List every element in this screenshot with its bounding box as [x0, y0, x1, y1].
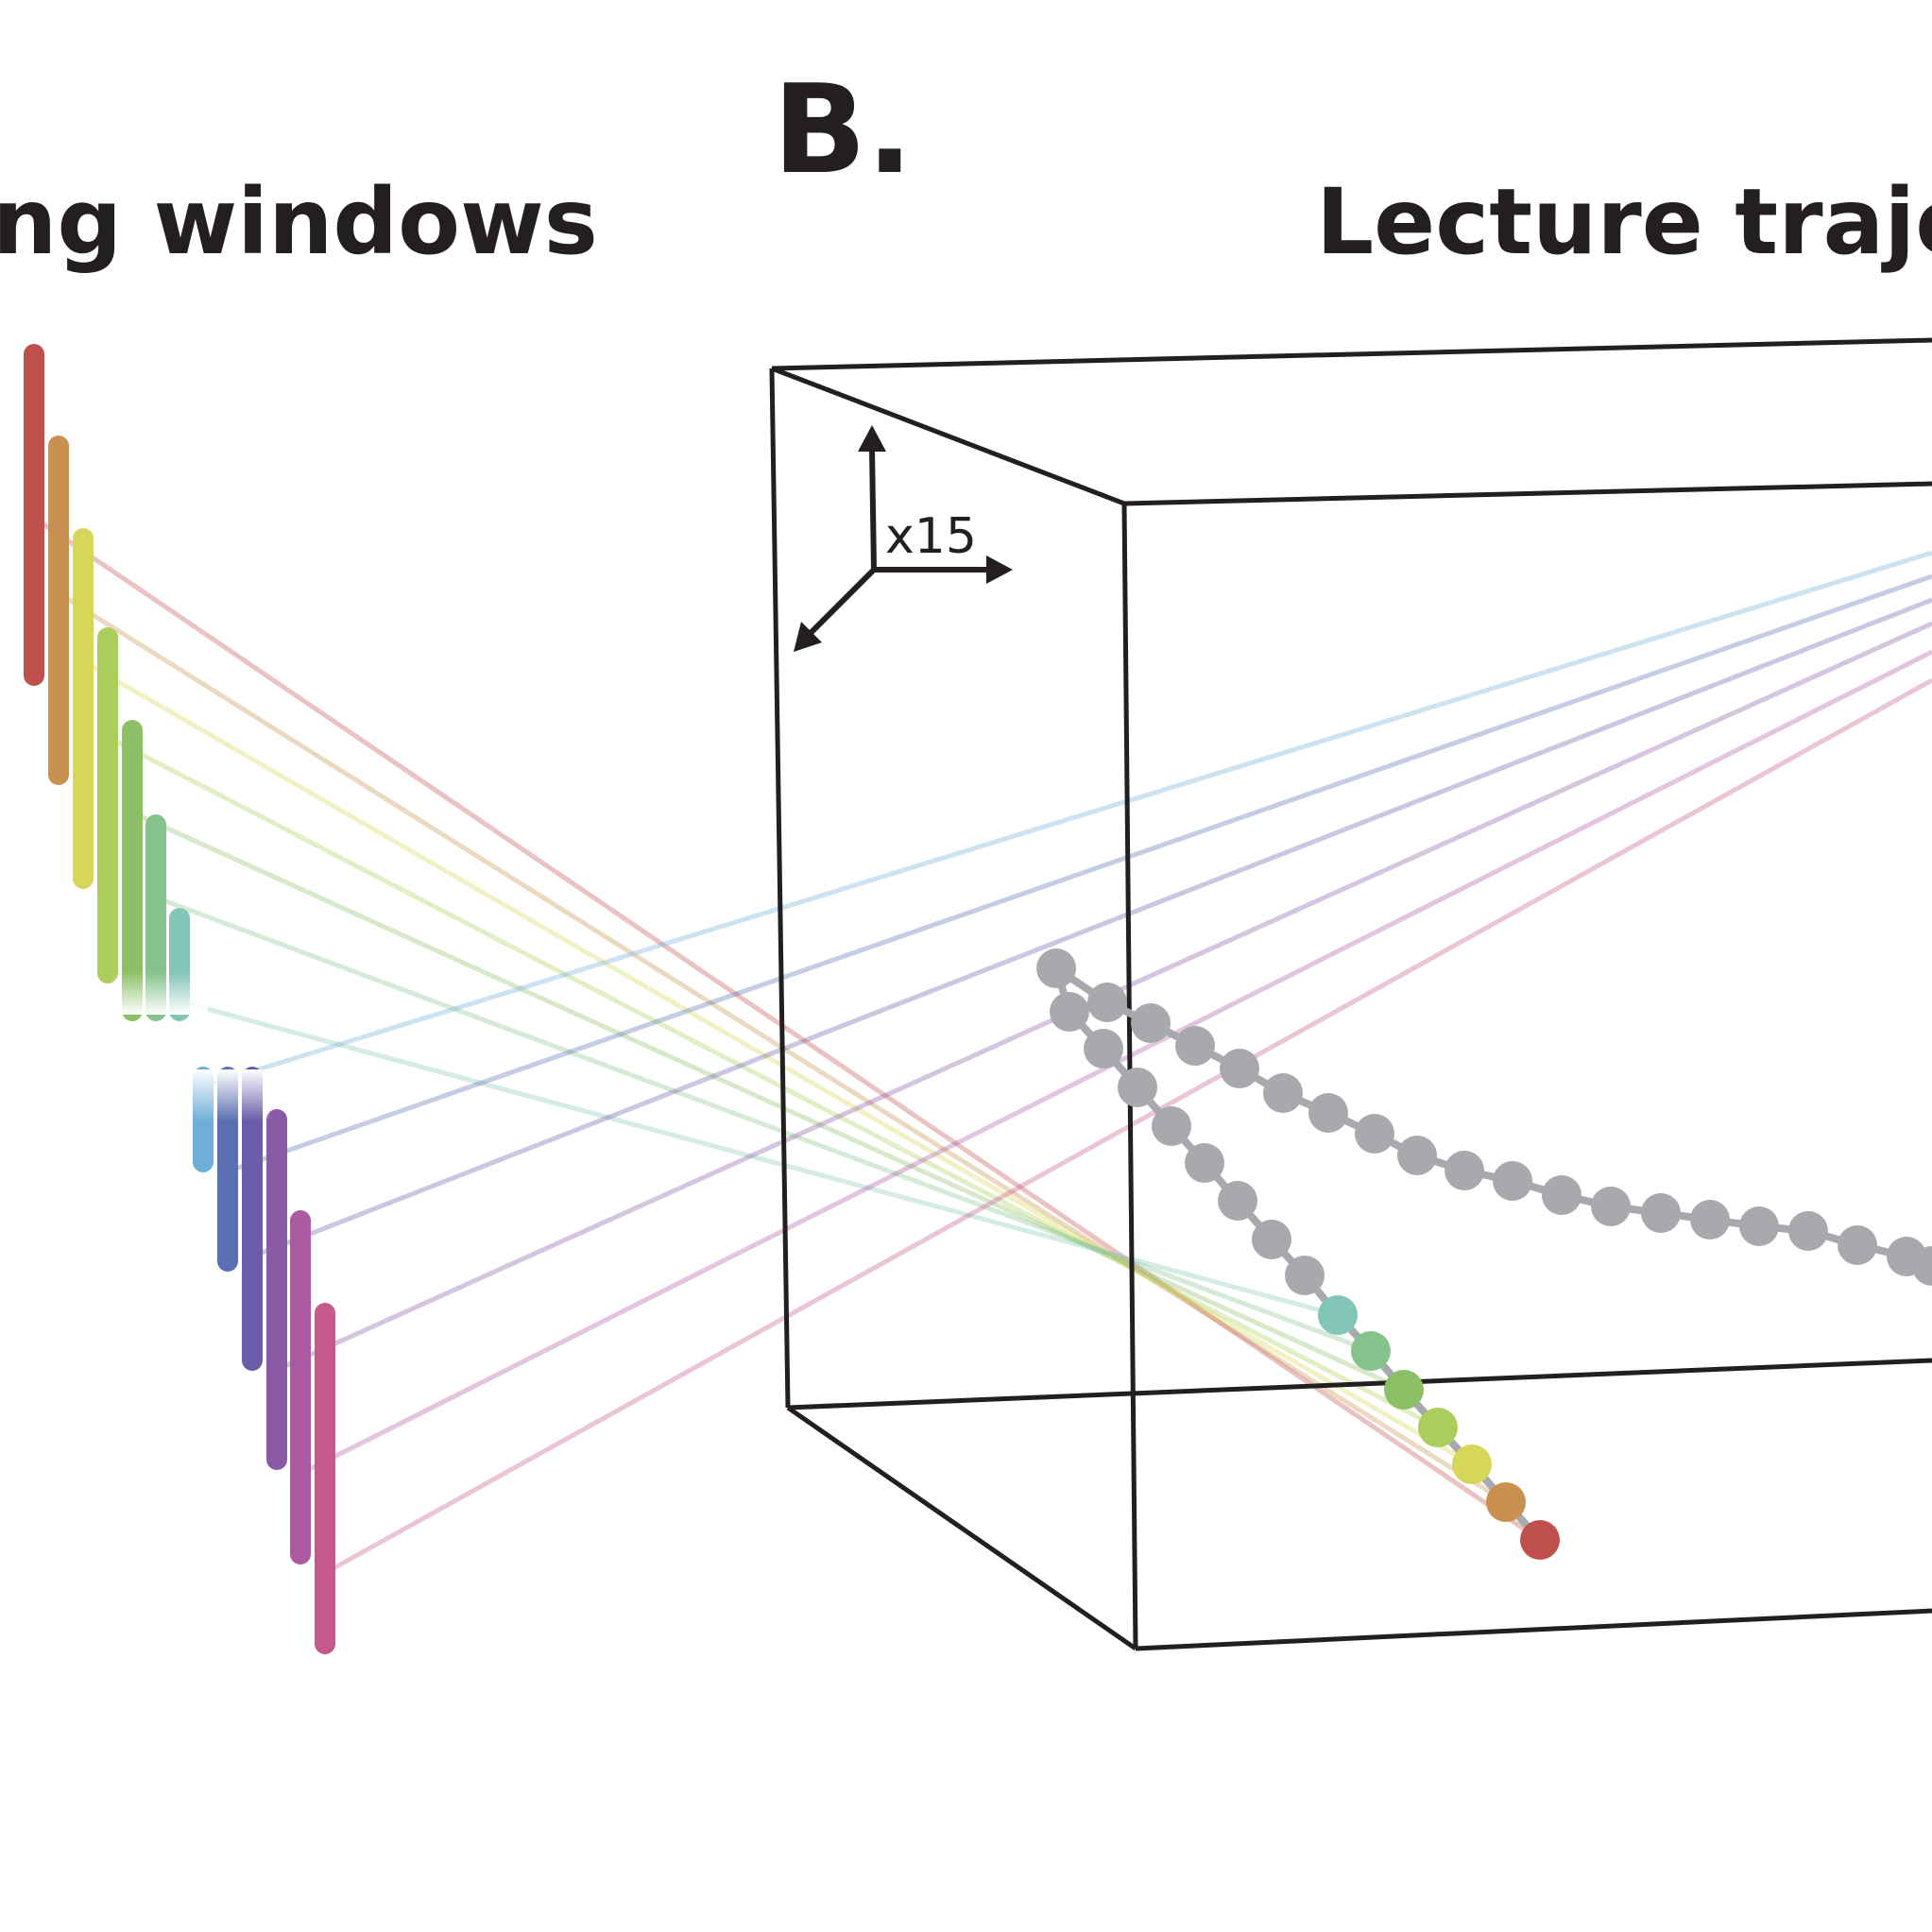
trajectory-point: [1252, 1220, 1291, 1259]
trajectory-point: [1542, 1175, 1582, 1215]
trajectory-point-window-6: [1351, 1331, 1391, 1371]
trajectory-point: [1493, 1161, 1532, 1201]
connector-line-6: [155, 895, 1372, 1354]
trajectory-point: [1036, 949, 1076, 988]
trajectory-point: [1788, 1211, 1828, 1251]
lower-bars-fade: [184, 1069, 269, 1121]
trajectory-point: [1397, 1136, 1437, 1175]
trajectory-point: [1887, 1237, 1926, 1276]
axis-up-line: [869, 448, 877, 571]
upper-bars-fade: [113, 972, 208, 1015]
trajectory-point: [1739, 1206, 1779, 1246]
axis-indicator: [794, 425, 1013, 652]
connector-line-10: [251, 597, 1932, 1259]
trajectory-point: [1152, 1106, 1191, 1146]
trajectory-point: [1087, 983, 1127, 1022]
connector-line-3: [81, 658, 1474, 1467]
trajectory-point-window-4: [1418, 1408, 1458, 1447]
trajectory-point: [1131, 1003, 1171, 1043]
panel-label: B.: [773, 58, 913, 201]
box-back-top-edge: [771, 337, 1932, 371]
trajectory-point-window-2: [1486, 1482, 1526, 1522]
trajectory-point: [1591, 1187, 1631, 1226]
axis-diagonal-arrowhead: [794, 622, 822, 652]
trajectory-point: [1118, 1068, 1157, 1107]
trajectory-point: [1285, 1256, 1325, 1295]
box-front-top-edge: [1123, 481, 1932, 506]
trajectory-point-window-5: [1384, 1370, 1424, 1410]
right-panel-title: Lecture trajec: [1316, 169, 1932, 275]
box-bottom-depth-edge: [786, 1405, 1137, 1651]
sliding-window-bars: [24, 344, 335, 1654]
trajectory-point-window-1: [1520, 1520, 1560, 1560]
connector-line-7: [179, 999, 1339, 1318]
connector-line-9: [227, 573, 1932, 1174]
trajectory-point: [1050, 992, 1089, 1032]
trajectory-point: [1218, 1181, 1257, 1221]
trajectory-point: [1838, 1225, 1877, 1265]
axis-diagonal-line: [808, 567, 877, 636]
trajectory-point: [1355, 1114, 1394, 1154]
trajectory-point: [1175, 1026, 1215, 1066]
axis-up-arrowhead: [858, 425, 886, 452]
axis-right-arrowhead: [986, 556, 1013, 584]
box-top-depth-edge: [771, 366, 1125, 506]
trajectory-point: [1185, 1143, 1224, 1183]
connector-line-1: [32, 515, 1542, 1543]
trajectory-point: [1445, 1151, 1484, 1190]
trajectory-point: [1263, 1073, 1303, 1113]
trajectory-point-window-3: [1452, 1445, 1492, 1484]
trajectory-point: [1690, 1200, 1730, 1240]
lecture-trajectory: [1036, 949, 1932, 1560]
box-back-bottom-edge: [787, 1358, 1932, 1411]
trajectory-point: [1220, 1049, 1259, 1088]
trajectory-point: [1308, 1093, 1348, 1133]
left-panel-title: ng windows: [0, 169, 598, 275]
box-front-bottom-edge: [1135, 1608, 1932, 1651]
scale-label: x15: [885, 508, 977, 565]
connector-line-8: [202, 550, 1932, 1089]
trajectory-point: [1084, 1029, 1123, 1069]
box-back-left-edge: [769, 368, 791, 1409]
trajectory-point-window-7: [1318, 1295, 1358, 1335]
connector-line-4: [106, 734, 1440, 1430]
connector-line-5: [130, 810, 1406, 1393]
trajectory-point: [1641, 1193, 1681, 1233]
